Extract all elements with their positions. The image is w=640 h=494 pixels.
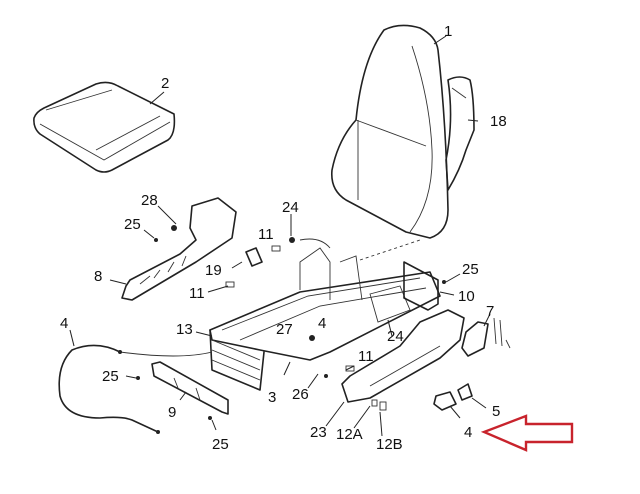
callout-19: 19 bbox=[205, 262, 222, 279]
callout-23: 23 bbox=[310, 424, 327, 441]
callout-10: 10 bbox=[458, 288, 475, 305]
callout-1: 1 bbox=[444, 23, 453, 40]
callout-28: 28 bbox=[141, 192, 158, 209]
callout-12b: 12B bbox=[376, 436, 403, 453]
callout-12a: 12A bbox=[336, 426, 363, 443]
callout-4-cable: 4 bbox=[60, 315, 69, 332]
highlight-arrow-icon bbox=[480, 414, 574, 452]
backrest-hinge-cover bbox=[359, 239, 439, 311]
callout-9: 9 bbox=[168, 404, 177, 421]
callout-24-right: 24 bbox=[387, 328, 404, 345]
adjuster-cable bbox=[58, 344, 213, 434]
callout-4-knob: 4 bbox=[464, 424, 473, 441]
callout-5: 5 bbox=[492, 403, 501, 420]
leader-lines bbox=[69, 35, 491, 437]
callout-25-plate: 25 bbox=[102, 368, 119, 385]
seat-frame bbox=[209, 238, 441, 361]
callout-4-fastener: 4 bbox=[318, 315, 327, 332]
recline-lever bbox=[445, 76, 475, 191]
callout-11-mid: 11 bbox=[189, 285, 205, 302]
callout-25-bottom: 25 bbox=[212, 436, 229, 453]
callout-26: 26 bbox=[292, 386, 309, 403]
front-cover-plate bbox=[151, 361, 229, 415]
left-side-trim bbox=[121, 197, 237, 301]
motor-bracket bbox=[461, 317, 511, 357]
callout-18: 18 bbox=[490, 113, 507, 130]
callout-24-top: 24 bbox=[282, 199, 299, 216]
callout-13: 13 bbox=[176, 321, 193, 338]
callout-11-right: 11 bbox=[358, 348, 374, 365]
callout-25-left: 25 bbox=[124, 216, 141, 233]
seat-cushion bbox=[33, 81, 176, 173]
callout-8: 8 bbox=[94, 268, 103, 285]
callout-27: 27 bbox=[276, 321, 293, 338]
callout-2: 2 bbox=[161, 75, 170, 92]
callout-3: 3 bbox=[268, 389, 277, 406]
switch bbox=[457, 383, 473, 401]
switch-knob bbox=[433, 391, 457, 411]
callout-7: 7 bbox=[486, 303, 495, 320]
right-side-trim bbox=[341, 309, 465, 403]
hardware bbox=[136, 225, 446, 420]
belt-buckle bbox=[245, 247, 263, 267]
callout-25-right: 25 bbox=[462, 261, 479, 278]
seat-backrest bbox=[330, 24, 449, 239]
callout-11-top: 11 bbox=[258, 226, 274, 243]
front-skirt bbox=[209, 329, 265, 391]
